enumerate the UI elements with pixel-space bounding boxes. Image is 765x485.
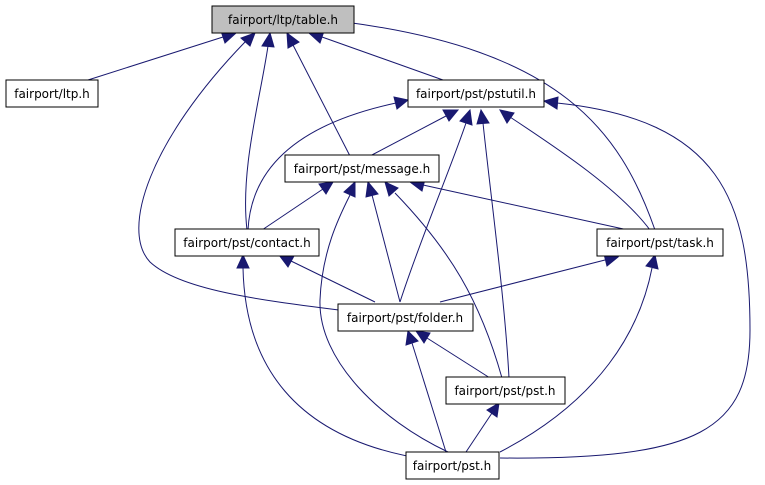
node-fairport-pst-h[interactable]: fairport/pst.h	[405, 451, 500, 480]
node-label: fairport/pst/pst.h	[454, 384, 555, 398]
edge-task-to-table	[330, 15, 656, 231]
edge-folder-to-pstutil	[399, 108, 473, 303]
node-fairport-pst-contact-h[interactable]: fairport/pst/contact.h	[174, 228, 320, 257]
node-fairport-pst-folder-h[interactable]: fairport/pst/folder.h	[337, 303, 474, 332]
edge-message-to-table	[286, 31, 351, 157]
edge-folder-to-table	[138, 32, 340, 311]
edge-pst-to-message	[319, 180, 449, 453]
edge-pst-to-pstpst	[465, 402, 500, 453]
node-fairport-pst-task-h[interactable]: fairport/pst/task.h	[596, 228, 724, 257]
node-label: fairport/pst/task.h	[606, 236, 714, 250]
node-fairport-pst-pstutil-h[interactable]: fairport/pst/pstutil.h	[407, 79, 545, 108]
node-fairport-pst-pst-h[interactable]: fairport/pst/pst.h	[445, 376, 566, 405]
node-label: fairport/pst/folder.h	[347, 311, 463, 325]
edge-task-to-pstutil	[499, 109, 651, 231]
edge-pstpst-to-message	[384, 181, 503, 379]
edge-message-to-pstutil	[369, 109, 460, 157]
edge-pst-to-folder	[405, 329, 447, 453]
graph-nodes: fairport/ltp/table.h fairport/ltp.h fair…	[5, 5, 724, 480]
edge-pstutil-to-table	[307, 30, 444, 81]
edge-pst-to-pstutil	[499, 96, 751, 459]
edge-pstpst-to-pstutil	[476, 108, 510, 379]
node-label: fairport/pst/message.h	[294, 162, 430, 176]
node-fairport-ltp-table-h[interactable]: fairport/ltp/table.h	[211, 5, 355, 34]
node-label: fairport/ltp.h	[14, 87, 90, 101]
edge-folder-to-contact	[277, 254, 376, 303]
edge-pst-to-task	[499, 253, 659, 453]
edge-contact-to-message	[261, 181, 334, 231]
edge-contact-to-pstutil	[247, 96, 410, 231]
node-fairport-ltp-h[interactable]: fairport/ltp.h	[5, 79, 99, 108]
graph-edges	[87, 15, 751, 461]
edge-folder-to-task	[439, 253, 620, 303]
edge-pstpst-to-folder	[414, 330, 491, 379]
node-label: fairport/pst/contact.h	[183, 236, 310, 250]
edge-ltp-to-table	[87, 30, 238, 81]
edge-contact-to-table	[245, 31, 275, 231]
node-label: fairport/ltp/table.h	[228, 13, 338, 27]
edge-pst-to-contact	[236, 253, 431, 461]
node-fairport-pst-message-h[interactable]: fairport/pst/message.h	[284, 154, 440, 183]
edge-folder-to-message	[365, 180, 401, 303]
node-label: fairport/pst.h	[413, 459, 491, 473]
node-label: fairport/pst/pstutil.h	[416, 87, 536, 101]
